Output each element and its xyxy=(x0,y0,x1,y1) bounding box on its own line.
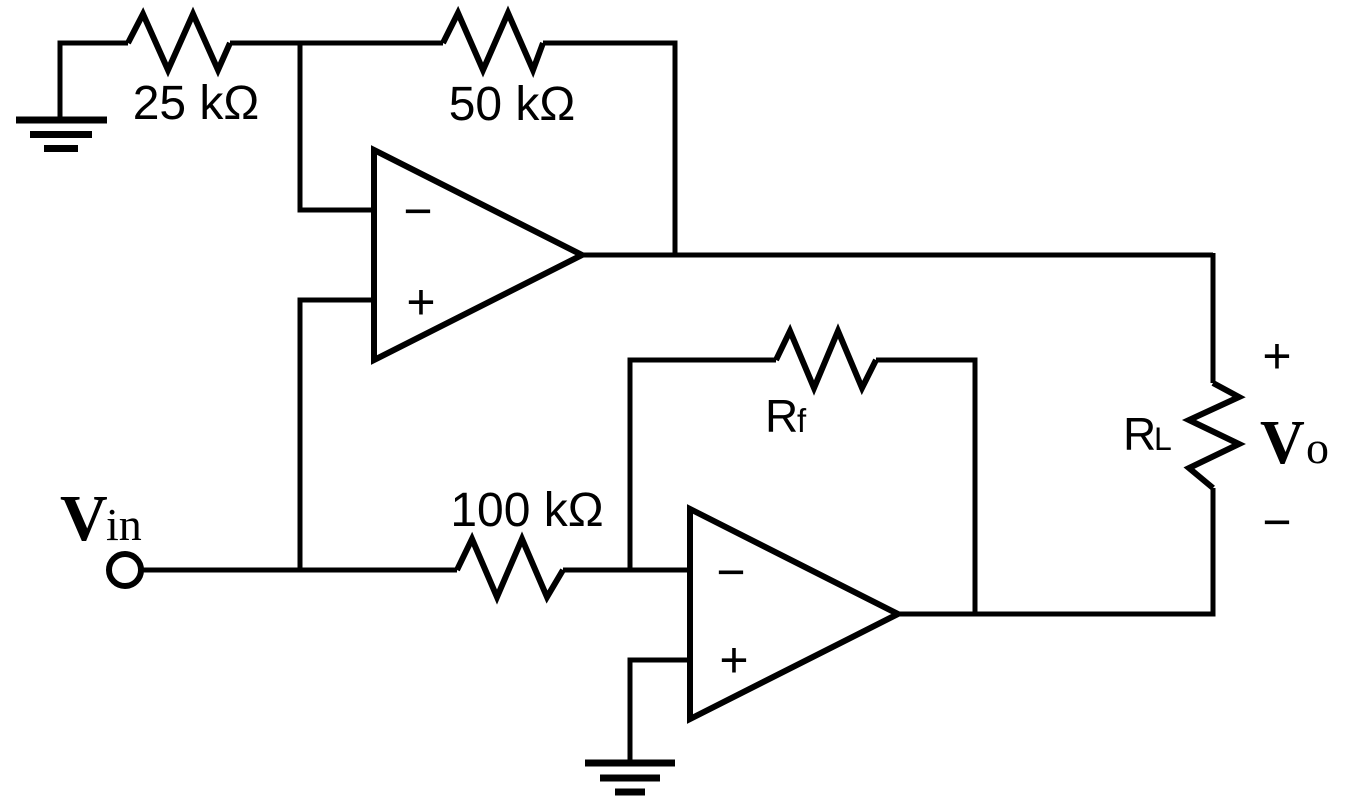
opamp-bottom xyxy=(687,504,905,724)
resistor-25k-label: 25 kΩ xyxy=(133,77,260,130)
resistor-rl-label: R xyxy=(1123,408,1156,460)
resistor-rf xyxy=(773,323,879,396)
wire-rl-bottom-op2-output xyxy=(896,488,1216,617)
vout-minus-label: − xyxy=(1262,494,1291,550)
wire-node-to-op1-inverting xyxy=(297,43,374,213)
wire-op2-noninverting-to-ground xyxy=(627,657,690,763)
vin-subscript: in xyxy=(106,499,142,550)
resistor-rl xyxy=(1181,380,1246,491)
resistor-100k-label: 100 kΩ xyxy=(450,484,603,537)
opamp-top-inverting-label: − xyxy=(403,183,432,239)
opamp-top-noninverting-label: + xyxy=(406,274,435,330)
resistor-50k-label: 50 kΩ xyxy=(449,78,576,131)
resistor-100k xyxy=(454,531,566,605)
opamp-top xyxy=(371,145,589,365)
wire-rf-left xyxy=(627,357,776,572)
opamp-bottom-noninverting-label: + xyxy=(719,632,748,688)
wire-op1-noninverting-to-vin xyxy=(297,297,374,572)
resistor-rl-subscript: L xyxy=(1154,421,1172,457)
resistor-rf-subscript: f xyxy=(797,402,807,439)
vout-plus-label: + xyxy=(1262,328,1291,384)
vin-label: V xyxy=(60,482,108,555)
vout-label: V xyxy=(1260,409,1305,477)
resistor-25k xyxy=(125,6,233,78)
wire-rf-right xyxy=(876,357,978,616)
resistor-rf-label: R xyxy=(765,390,798,442)
opamp-bottom-inverting-label: − xyxy=(716,544,745,600)
wire-r50-to-output xyxy=(543,40,678,257)
vout-subscript: o xyxy=(1306,422,1329,473)
vin-terminal xyxy=(106,551,144,589)
resistor-50k xyxy=(440,5,546,79)
